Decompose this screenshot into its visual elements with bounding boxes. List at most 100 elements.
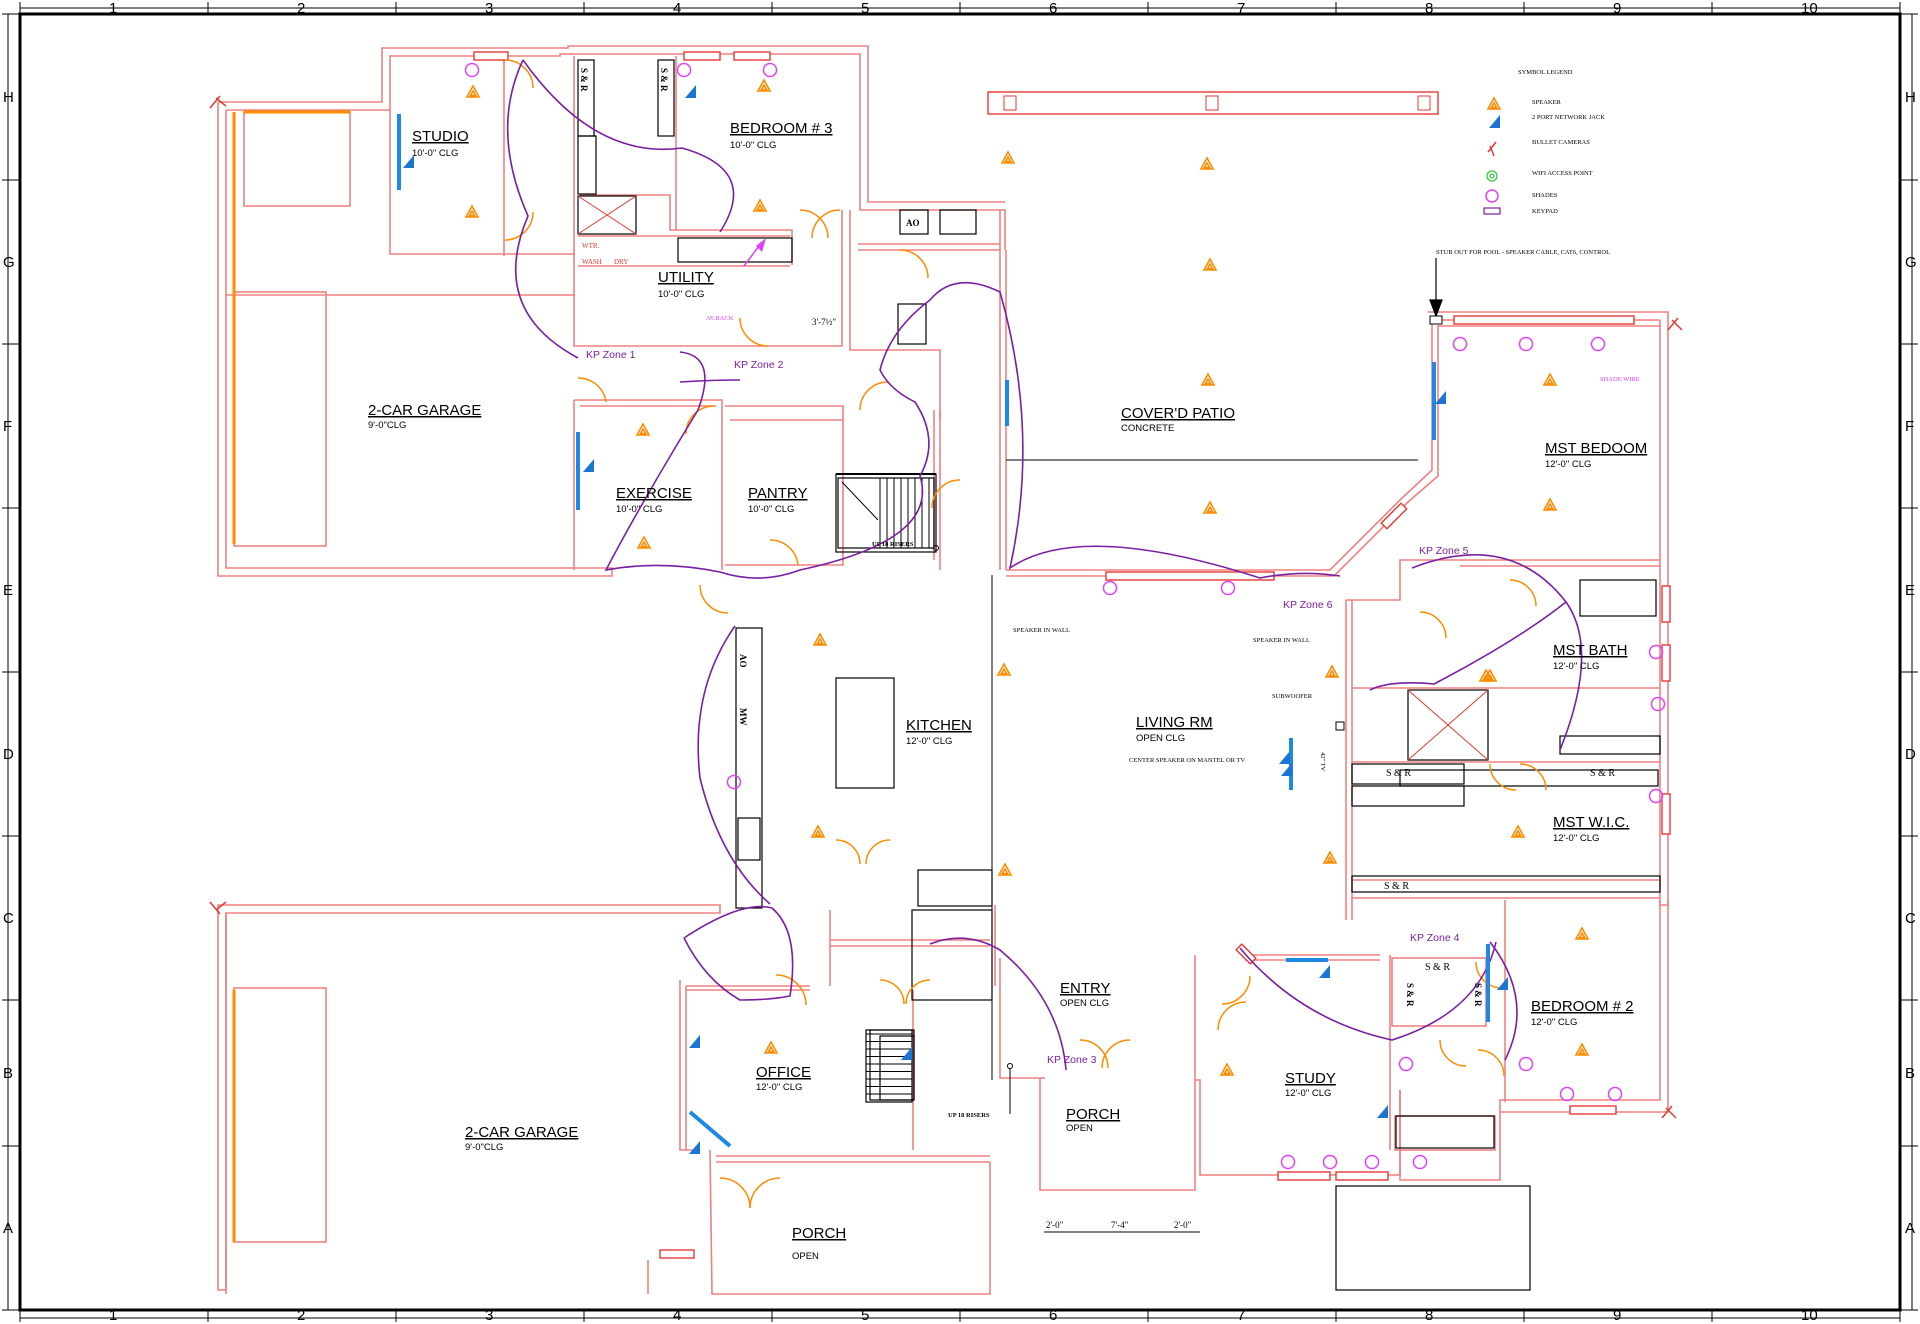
grid-column-label: 10 [1801, 1307, 1818, 1324]
legend-keypad-icon [1483, 207, 1501, 215]
sheet-frame [7, 7, 1913, 1319]
note-subwoofer: SUBWOOFER [1272, 693, 1313, 700]
walls [217, 45, 1669, 1295]
symbol-legend: SYMBOL LEGEND SPEAKER 2 PORT NETWORK JAC… [1483, 69, 1605, 215]
grid-row-label: H [1905, 89, 1916, 106]
room-name-pantry: PANTRY [748, 485, 807, 502]
grid-row-label: B [1905, 1065, 1915, 1082]
room-name-exercise: EXERCISE [616, 485, 692, 502]
network-jack-icon [685, 85, 696, 98]
speaker-icon [1220, 1063, 1234, 1076]
speaker-icon [1201, 373, 1215, 386]
legend-speaker-icon [1487, 97, 1501, 110]
speaker-icon [1511, 825, 1525, 838]
grid-column-label: 1 [109, 1307, 117, 1324]
speaker-icon [1203, 258, 1217, 271]
room-name-living: LIVING RM [1136, 714, 1213, 731]
fixture-sr: S & R [1405, 983, 1415, 1007]
grid-column-label: 1 [109, 0, 117, 17]
grid-row-label: E [1905, 582, 1915, 599]
room-ceiling-master-bedroom: 12'-0" CLG [1545, 459, 1591, 470]
shades-icon [1559, 1086, 1575, 1102]
grid-row-label: C [1905, 910, 1916, 927]
room-ceiling-pantry: 10'-0" CLG [748, 504, 794, 515]
shades-icon [464, 62, 480, 78]
legend-wifi-label: WIFI ACCESS POINT [1532, 170, 1593, 177]
note-speaker-in-wall-1: SPEAKER IN WALL [1013, 627, 1070, 634]
grid-row-label: F [1905, 418, 1914, 435]
network-jack-icon [1319, 965, 1330, 978]
room-ceiling-bedroom-2: 12'-0" CLG [1531, 1017, 1577, 1028]
shades-icon [1518, 336, 1534, 352]
stub-out-arrow [1429, 258, 1443, 318]
fixture-sr: S & R [1473, 983, 1483, 1007]
room-ceiling-bedroom-3: 10'-0" CLG [730, 140, 776, 151]
speaker-icon [1575, 927, 1589, 940]
keypad-zone-4: KP Zone 4 [1410, 932, 1460, 944]
room-ceiling-master-wic: 12'-0" CLG [1553, 833, 1599, 844]
dim-right: 2'-0" [1174, 1220, 1192, 1230]
grid-column-label: 6 [1049, 1307, 1057, 1324]
grid-column-label: 2 [297, 0, 305, 17]
bullet-cameras [209, 95, 1683, 1119]
legend-wifi-icon [1487, 171, 1497, 181]
grid-row-label: C [3, 910, 14, 927]
keypad-wiring [506, 59, 1583, 1071]
room-name-master-bedroom: MST BEDOOM [1545, 440, 1647, 457]
legend-bullet-camera-icon [1487, 141, 1497, 157]
room-name-entry: ENTRY [1060, 980, 1111, 997]
garage-doors [232, 110, 350, 1242]
speaker-icon [997, 663, 1011, 676]
keypad-zone-6: KP Zone 6 [1283, 599, 1333, 611]
bullet-camera-icon [209, 95, 227, 109]
room-name-bedroom-3: BEDROOM # 3 [730, 120, 833, 137]
speaker-icon [637, 536, 651, 549]
fixture-mw: MW [738, 708, 748, 726]
room-name-studio: STUDIO [412, 128, 469, 145]
grid-row-label: B [3, 1065, 13, 1082]
grid-row-label: D [1905, 746, 1916, 763]
dim-mid: 7'-4" [1111, 1220, 1129, 1230]
speaker-icon [1575, 1043, 1589, 1056]
network-jack-icon [1497, 977, 1508, 990]
dim-left: 2'-0" [1046, 1220, 1064, 1230]
grid-column-label: 5 [861, 0, 869, 17]
room-ceiling-master-bath: 12'-0" CLG [1553, 661, 1599, 672]
legend-keypad-label: KEYPAD [1532, 208, 1558, 215]
grid-row-label: D [3, 746, 14, 763]
room-ceiling-garage-bottom: 9'-0"CLG [465, 1142, 503, 1153]
door-swings [504, 59, 1547, 1209]
keypad-zone-5: KP Zone 5 [1419, 545, 1469, 557]
grid-column-label: 6 [1049, 0, 1057, 17]
speaker-icon [1203, 501, 1217, 514]
grid-column-label: 7 [1237, 1307, 1245, 1324]
speaker-icon [1543, 498, 1557, 511]
speaker-icon [1323, 851, 1337, 864]
note-center-speaker: CENTER SPEAKER ON MANTEL OR TV [1129, 757, 1245, 764]
speakers [465, 79, 1589, 1076]
speaker-icon [753, 199, 767, 212]
grid-column-label: 8 [1425, 0, 1433, 17]
shades-icon [1607, 1086, 1623, 1102]
keypad-zone-1: KP Zone 1 [586, 349, 636, 361]
fixture-sr: S & R [1425, 962, 1450, 973]
grid-column-label: 7 [1237, 0, 1245, 17]
room-name-office: OFFICE [756, 1064, 811, 1081]
shades-icon [1102, 580, 1118, 596]
grid-column-label: 9 [1613, 0, 1621, 17]
note-shade-wire: SHADE WIRE [1600, 376, 1640, 383]
room-name-study: STUDY [1285, 1070, 1336, 1087]
grid-column-label: 3 [485, 0, 493, 17]
room-name-master-bath: MST BATH [1553, 642, 1627, 659]
grid-column-label: 4 [673, 1307, 681, 1324]
stair-label-top: UP 18 RISERS [872, 541, 914, 548]
room-name-patio: COVER'D PATIO [1121, 405, 1235, 422]
legend-shades-icon [1485, 189, 1499, 203]
fixture-sr: S & R [1590, 768, 1615, 779]
grid-row-label: H [3, 89, 14, 106]
grid-row-label: A [3, 1220, 13, 1237]
room-name-porch-bottom: PORCH [792, 1225, 846, 1242]
grid-row-label: F [3, 418, 12, 435]
fixture-wash: WASH [582, 258, 602, 266]
